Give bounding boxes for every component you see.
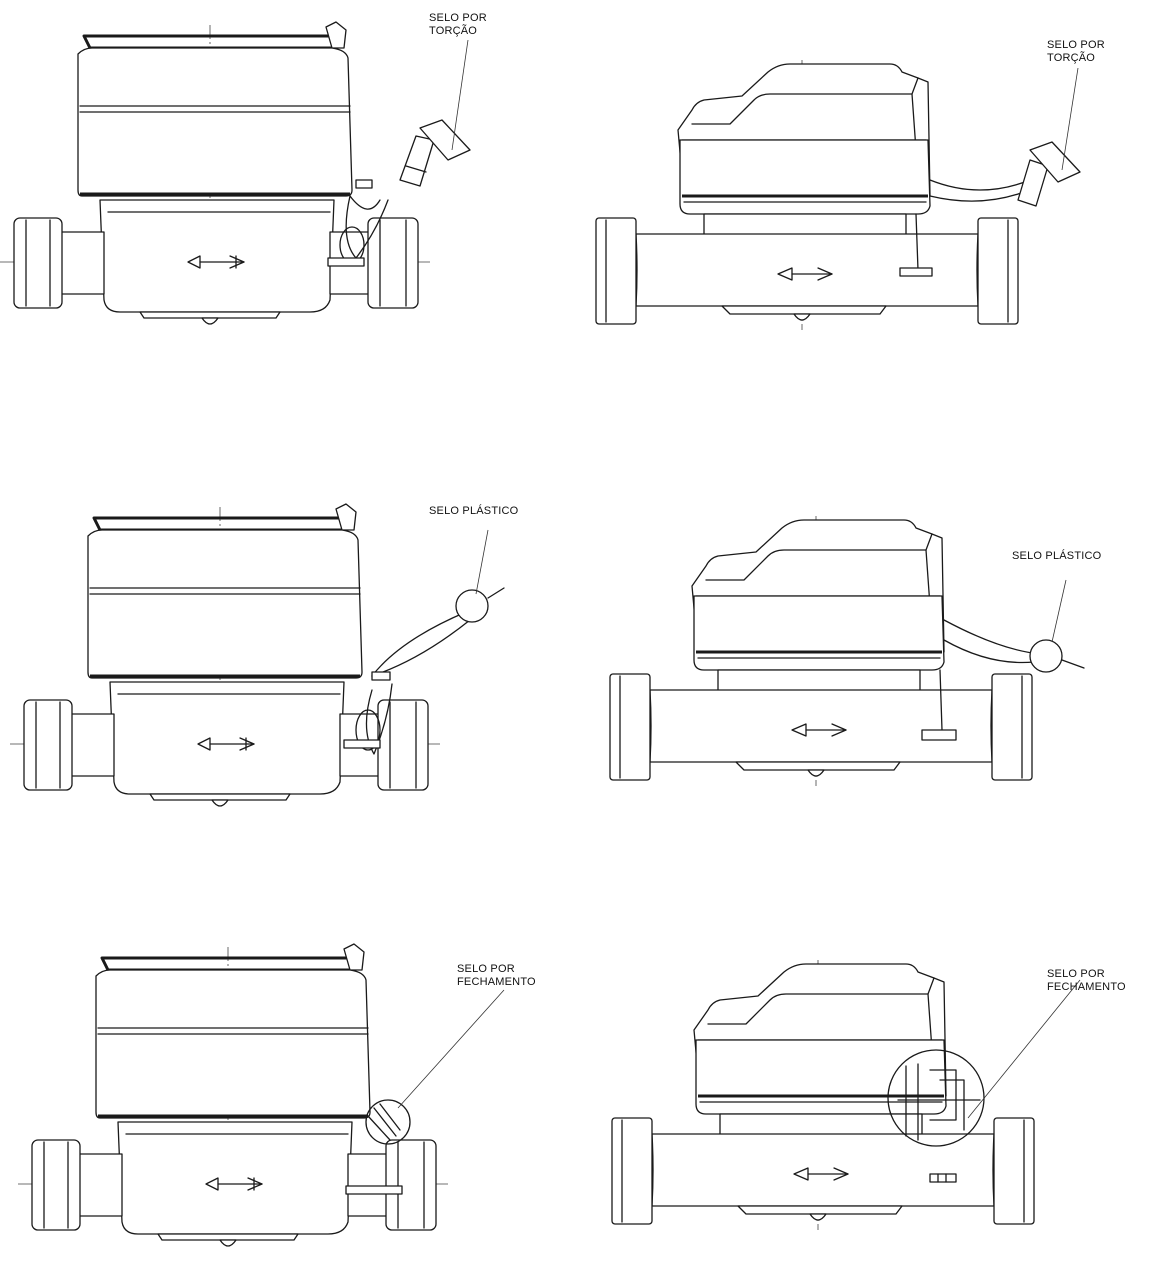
label-twist-seal-right: SELO POR TORÇÃO [1047, 39, 1105, 64]
label-closure-seal-right: SELO POR FECHAMENTO [1047, 968, 1126, 993]
angular-meter-plastic-seal [608, 514, 1085, 788]
cylindrical-meter-twist-seal [0, 20, 471, 326]
label-closure-seal-left: SELO POR FECHAMENTO [457, 963, 536, 988]
angular-meter-twist-seal [594, 58, 1081, 332]
cylindrical-meter-plastic-seal [8, 502, 505, 808]
label-plastic-seal-right: SELO PLÁSTICO [1012, 550, 1102, 562]
angular-meter-closure-seal [610, 958, 1081, 1232]
label-twist-seal-left: SELO POR TORÇÃO [429, 12, 487, 37]
cylindrical-meter-closure-seal [16, 942, 505, 1248]
label-plastic-seal-left: SELO PLÁSTICO [429, 505, 519, 517]
